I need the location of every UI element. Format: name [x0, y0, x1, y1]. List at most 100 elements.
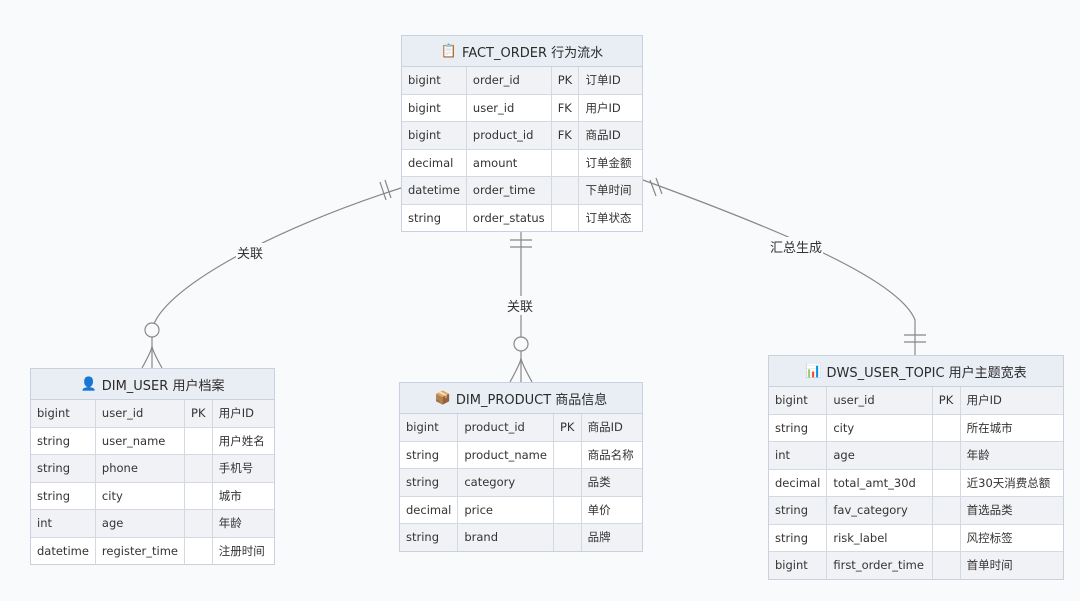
attribute-type: string	[400, 441, 459, 469]
attribute-key	[553, 468, 582, 497]
attribute-comment: 用户ID	[960, 387, 1063, 415]
attribute-type: bigint	[31, 400, 96, 428]
attribute-type: string	[769, 414, 828, 442]
attribute-name: age	[95, 509, 186, 538]
attribute-type: string	[400, 468, 459, 497]
relationship-order-user	[141, 179, 402, 369]
attribute-comment: 风控标签	[960, 524, 1063, 552]
attribute-type: int	[31, 509, 96, 538]
attribute-key	[932, 441, 961, 470]
attribute-type: decimal	[769, 469, 828, 497]
attribute-name: order_status	[466, 204, 552, 231]
attribute-comment: 单价	[581, 496, 642, 524]
relationship-order-topic	[642, 177, 926, 355]
attribute-type: int	[769, 441, 828, 470]
attribute-name: user_id	[95, 400, 186, 428]
attribute-name: product_id	[466, 121, 552, 150]
attribute-comment: 订单ID	[578, 67, 642, 95]
attribute-key	[184, 427, 213, 455]
attribute-name: user_id	[826, 387, 933, 415]
attribute-type: bigint	[769, 387, 828, 415]
attribute-comment: 用户姓名	[212, 427, 274, 455]
attribute-name: price	[457, 496, 554, 524]
attribute-comment: 商品ID	[578, 121, 642, 150]
attribute-name: city	[95, 482, 186, 510]
attribute-comment: 品类	[581, 468, 642, 497]
attribute-type: bigint	[769, 551, 828, 579]
attribute-key	[932, 469, 961, 497]
attribute-name: user_name	[95, 427, 186, 455]
attribute-comment: 注册时间	[218, 543, 265, 558]
attribute-type: decimal	[400, 496, 459, 524]
attribute-type: bigint	[402, 121, 467, 150]
attribute-name: order_time	[466, 176, 552, 205]
attribute-comment: 手机号	[212, 454, 274, 483]
attribute-comment: 用户ID	[212, 400, 274, 428]
attribute-key	[184, 509, 213, 538]
user-icon: 👤	[80, 376, 97, 392]
attribute-key	[184, 482, 213, 510]
attribute-name: order_id	[466, 67, 552, 95]
attribute-name: risk_label	[826, 524, 933, 552]
relationship-label: 关联	[506, 296, 535, 315]
attribute-comment: 城市	[212, 482, 274, 510]
attribute-comment: 订单金额	[578, 149, 642, 177]
attribute-key: FK	[551, 94, 580, 122]
attribute-comment: 商品ID	[581, 414, 642, 442]
attribute-comment: 所在城市	[960, 414, 1063, 442]
entity-header: 📦DIM_PRODUCT 商品信息	[400, 383, 642, 414]
attribute-name: product_id	[457, 414, 554, 442]
attribute-name: first_order_time	[826, 551, 933, 579]
attribute-type: string	[31, 427, 96, 455]
attribute-name: age	[826, 441, 933, 470]
attribute-name: category	[457, 468, 554, 497]
relationship-label: 关联	[236, 243, 265, 262]
entity-header: 📊DWS_USER_TOPIC 用户主题宽表	[769, 356, 1063, 387]
attribute-name: register_time	[95, 537, 186, 564]
entity-title: FACT_ORDER 行为流水	[462, 45, 604, 61]
entity-header: 📋FACT_ORDER 行为流水	[402, 36, 642, 67]
attribute-type: string	[402, 204, 467, 231]
attribute-key	[184, 454, 213, 483]
entity-title: DWS_USER_TOPIC 用户主题宽表	[826, 365, 1027, 381]
attribute-type: string	[31, 454, 96, 483]
attribute-name: brand	[457, 523, 554, 551]
attribute-comment: 用户ID	[578, 94, 642, 122]
attribute-name: amount	[466, 149, 552, 177]
attribute-comment: 商品名称	[581, 441, 642, 469]
entity-title: DIM_USER 用户档案	[101, 378, 225, 394]
